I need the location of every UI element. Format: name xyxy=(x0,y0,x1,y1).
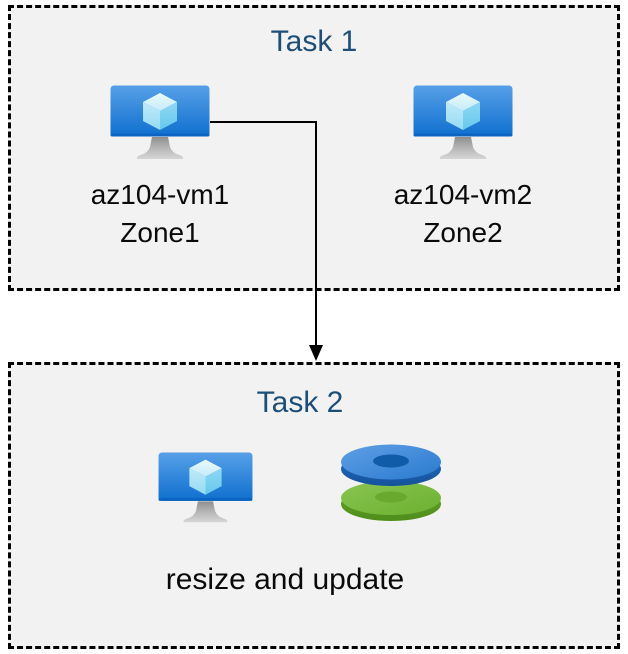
virtual-machine-icon xyxy=(158,452,253,526)
disks-icon xyxy=(339,442,443,522)
task1-title: Task 1 xyxy=(270,25,358,58)
task1-box: Task 1 az104-vm1 Zone1 az104-vm2 Zone2 xyxy=(8,5,620,291)
task2-box: Task 2 resize and update xyxy=(8,362,620,649)
vm2-label: az104-vm2 Zone2 xyxy=(394,176,533,252)
task2-caption: resize and update xyxy=(165,563,405,596)
vm2-name: az104-vm2 xyxy=(393,179,533,210)
task2-title: Task 2 xyxy=(256,386,344,419)
vm1-label: az104-vm1 Zone1 xyxy=(91,176,230,252)
vm1-name: az104-vm1 xyxy=(90,179,230,210)
vm2-zone: Zone2 xyxy=(423,217,503,248)
vm-group-az104-vm2: az104-vm2 Zone2 xyxy=(368,85,558,252)
virtual-machine-icon xyxy=(413,85,513,163)
vm1-zone: Zone1 xyxy=(120,217,200,248)
vm-group-az104-vm1: az104-vm1 Zone1 xyxy=(65,85,255,252)
virtual-machine-icon xyxy=(110,85,210,163)
